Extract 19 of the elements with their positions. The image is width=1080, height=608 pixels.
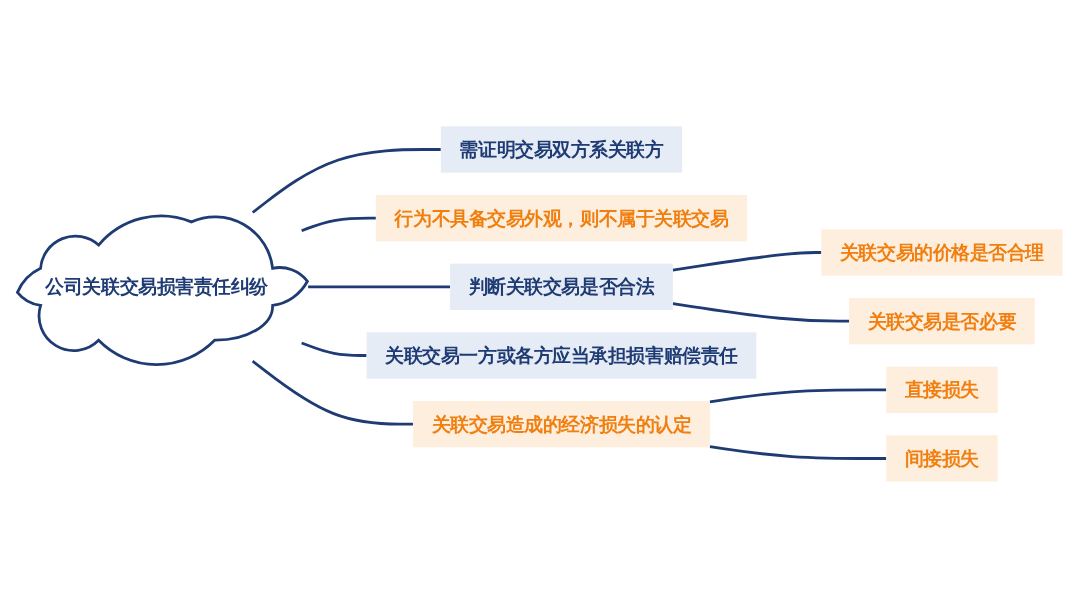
branch-line: [301, 216, 376, 233]
branch-line: [709, 445, 887, 460]
branch-topic: 关联交易是否必要: [849, 297, 1035, 345]
branch-line: [308, 285, 451, 289]
branch-line: [251, 360, 413, 426]
branch-topic: 间接损失: [886, 435, 998, 482]
branch-topic: 直接损失: [886, 366, 998, 414]
branch-line: [709, 388, 887, 404]
branch-line: [672, 302, 850, 323]
branch-line: [251, 148, 441, 214]
branch-topic: 关联交易一方或各方应当承担损害赔偿责任: [366, 332, 757, 379]
branch-topic: 需证明交易双方系关联方: [440, 126, 683, 173]
branch-topic: 关联交易造成的经济损失的认定: [413, 401, 710, 448]
branch-line: [301, 341, 367, 357]
topic-cloud: 公司关联交易损害责任纠纷: [16, 214, 309, 366]
branch-topic: 关联交易的价格是否合理: [821, 229, 1063, 276]
branch-line: [672, 251, 822, 272]
branch-topic: 判断关联交易是否合法: [450, 263, 673, 311]
branch-topic: 行为不具备交易外观，则不属于关联交易: [375, 194, 748, 242]
